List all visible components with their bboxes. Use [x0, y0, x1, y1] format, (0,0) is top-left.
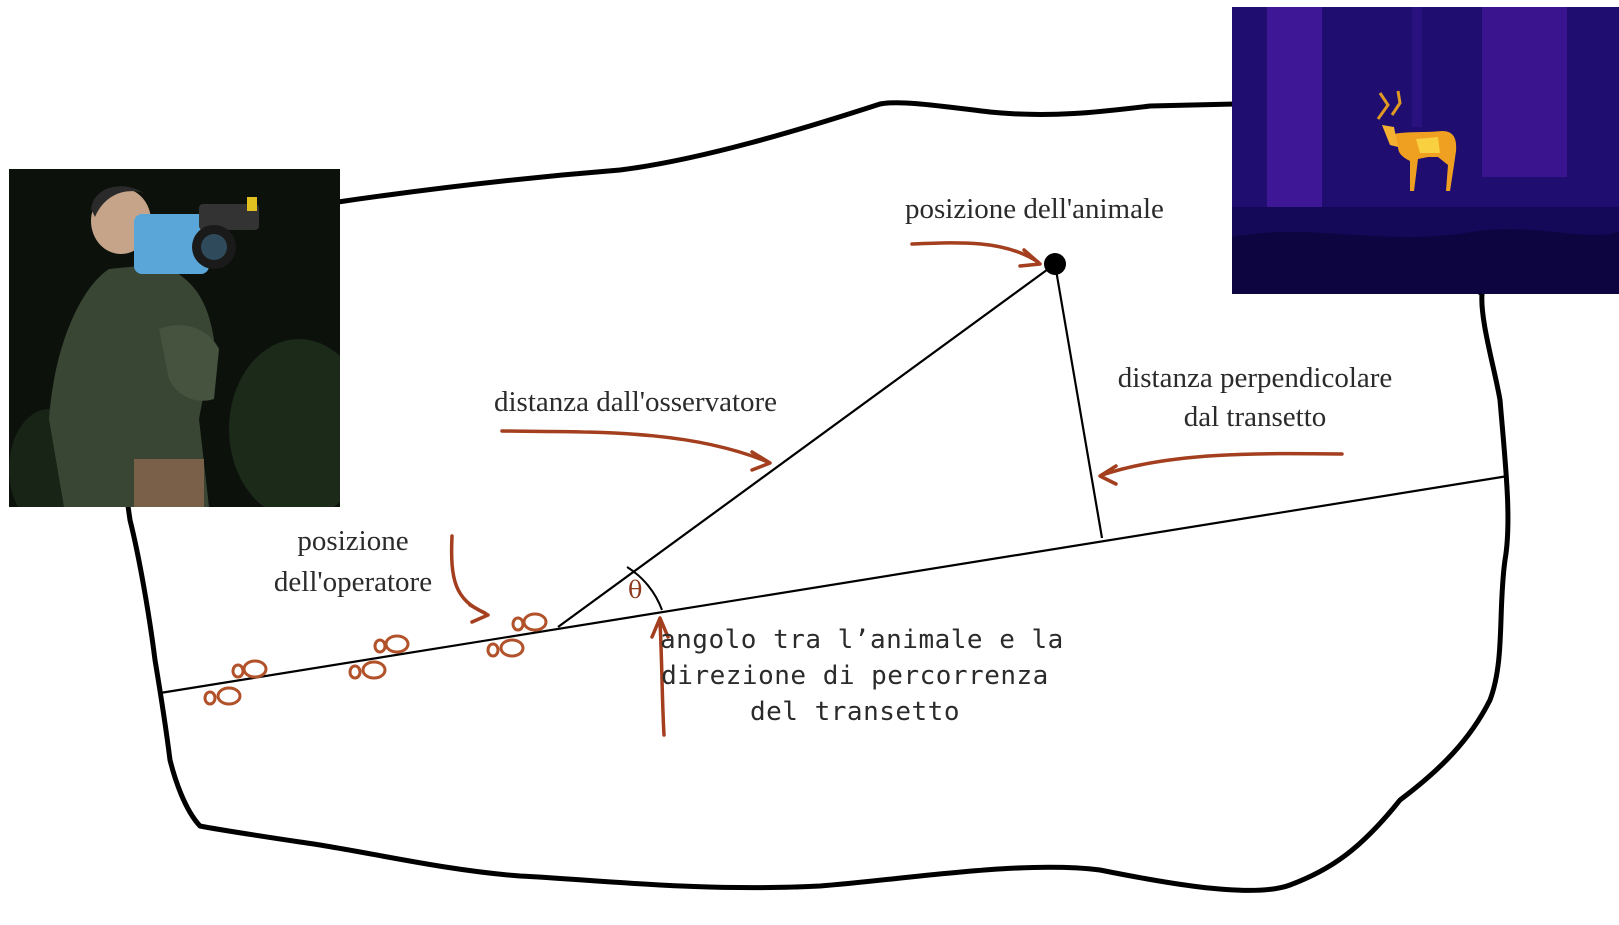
operator-photo — [9, 169, 340, 507]
arrows — [449, 241, 1344, 737]
operator-position-label-line2: dell'operatore — [273, 566, 433, 599]
observer-distance-arrowhead — [750, 450, 772, 472]
angle-label-line2: direzione di percorrenza — [661, 660, 1049, 691]
animal-position-arrowhead — [1018, 248, 1042, 268]
footprint-pair-1 — [203, 659, 268, 706]
observer-distance-label: distanza dall'osservatore — [494, 386, 778, 418]
observer-distance-line — [557, 263, 1056, 628]
animal-position-arrow — [910, 241, 1040, 264]
angle-label: angolo tra l’animale e la direzione di p… — [660, 625, 1064, 728]
angle-arc — [626, 566, 663, 611]
perpendicular-distance-arrow — [1100, 451, 1344, 477]
animal-position-dot — [1044, 253, 1066, 275]
angle-arrowhead — [650, 616, 670, 639]
operator-position-arrowhead — [468, 603, 490, 624]
thermal-deer-photo — [1232, 7, 1619, 294]
angle-theta-symbol: θ — [628, 576, 643, 604]
angle-arrow — [658, 620, 666, 737]
perpendicular-distance-line — [1053, 263, 1104, 539]
animal-position-label: posizione dell'animale — [905, 193, 1164, 225]
footprints — [203, 612, 548, 706]
operator-position-label-line1: posizione — [297, 525, 409, 557]
operator-position-label: posizione dell'operatore — [238, 525, 468, 600]
footprint-pair-3 — [486, 612, 548, 658]
perpendicular-distance-label-line1: distanza perpendicolare — [1117, 362, 1393, 394]
footprint-pair-2 — [348, 634, 410, 680]
perpendicular-distance-arrowhead — [1098, 464, 1118, 486]
perpendicular-distance-label: distanza perpendicolare dal transetto — [1090, 362, 1420, 435]
observer-distance-arrow — [500, 429, 770, 464]
angle-label-line1: angolo tra l’animale e la — [660, 625, 1064, 655]
field-boundary — [125, 100, 1511, 893]
angle-label-line3: del transetto — [750, 696, 960, 727]
transect-line — [159, 474, 1509, 695]
perpendicular-distance-label-line2: dal transetto — [1183, 401, 1327, 434]
